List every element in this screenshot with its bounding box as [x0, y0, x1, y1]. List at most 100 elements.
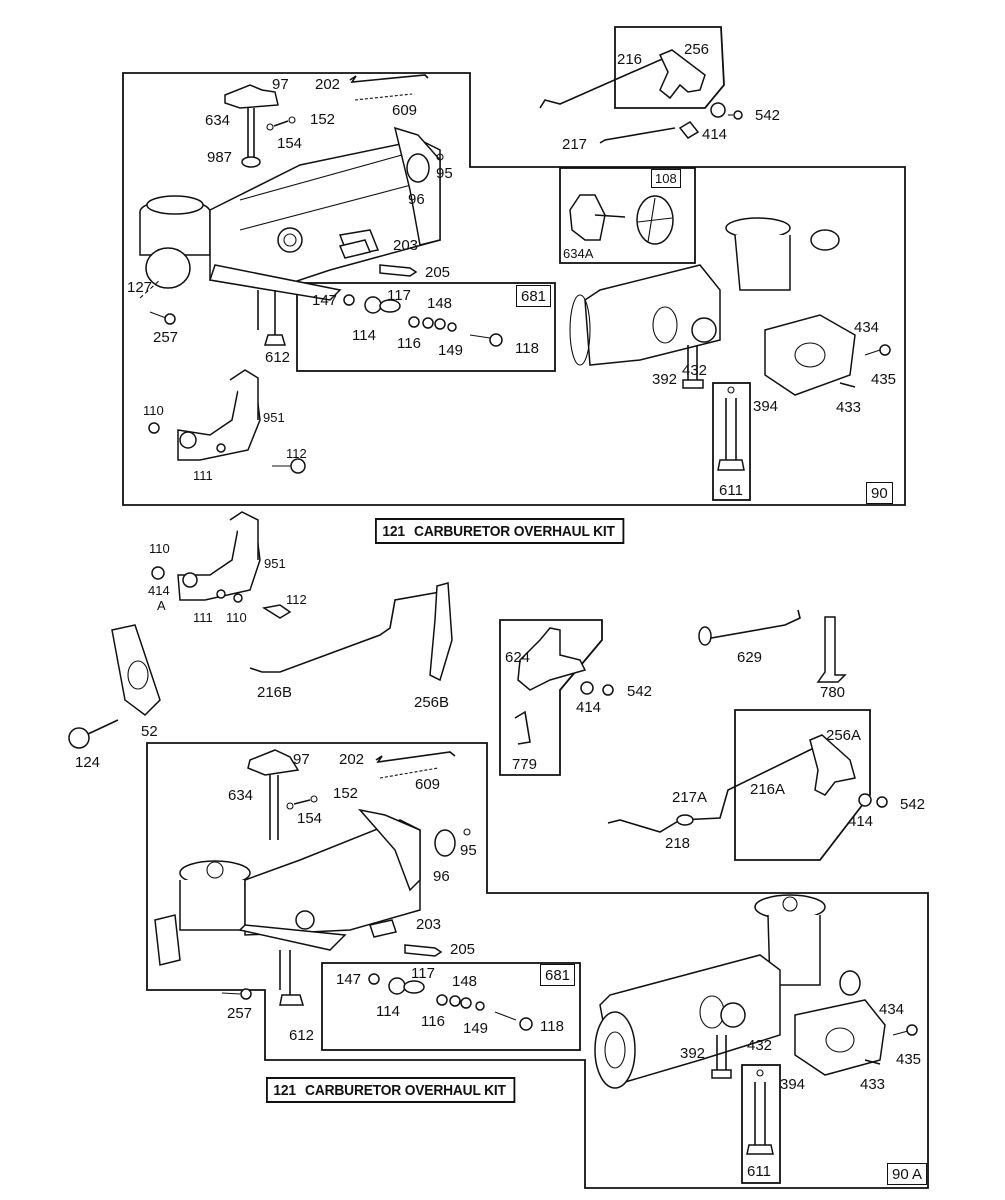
lever-256B	[429, 582, 453, 682]
screw-124-thread	[87, 719, 119, 735]
lower-screw-205	[404, 944, 443, 957]
clip-779	[514, 710, 531, 745]
label-612: 612	[265, 349, 291, 366]
top-linkage-parts	[539, 49, 743, 144]
label-414A: 414	[148, 583, 170, 598]
lower-kit-parts	[368, 973, 533, 1031]
lower-right-carburetor-body	[594, 894, 918, 1089]
label-118-lower: 118	[540, 1018, 564, 1035]
gasket-52	[111, 624, 161, 716]
upper-bolt-611	[717, 386, 745, 471]
washer-414b	[858, 793, 872, 807]
label-433: 433	[836, 399, 862, 416]
label-116: 116	[397, 335, 421, 352]
upper-kit-ref-681: 681	[516, 285, 552, 307]
label-97: 97	[272, 76, 289, 93]
label-95-lower: 95	[460, 842, 477, 859]
lower-link-202	[375, 751, 456, 764]
upper-screw-205	[379, 264, 418, 277]
label-414A-suffix: A	[157, 598, 166, 613]
label-216: 216	[617, 51, 643, 68]
upper-carburetor-body	[139, 126, 441, 346]
upper-assembly-outline	[122, 72, 906, 506]
upper-spring-609	[354, 93, 413, 101]
label-612-lower: 612	[289, 1027, 315, 1044]
label-634A: 634A	[563, 246, 594, 261]
label-256B: 256B	[414, 694, 450, 711]
label-205-lower: 205	[450, 941, 476, 958]
label-52: 52	[141, 723, 158, 740]
label-117-lower: 117	[411, 965, 435, 982]
label-149-lower: 149	[463, 1020, 489, 1037]
spring-217A	[676, 814, 694, 826]
governor-624-outline	[499, 619, 603, 776]
label-96: 96	[408, 191, 425, 208]
label-111: 111	[193, 468, 213, 483]
label-118: 118	[515, 340, 539, 357]
label-624: 624	[505, 649, 531, 666]
label-127: 127	[127, 279, 153, 296]
label-203-lower: 203	[416, 916, 442, 933]
label-110: 110	[143, 403, 164, 418]
upper-kit-text: CARBURETOR OVERHAUL KIT	[414, 523, 615, 540]
label-112: 112	[286, 446, 307, 461]
label-779: 779	[512, 756, 538, 773]
middle-choke-lever	[151, 511, 292, 619]
washer-414	[580, 681, 594, 695]
upper-611-box	[712, 382, 751, 501]
lower-choke-plate-96	[434, 829, 456, 857]
label-152-lower: 152	[333, 785, 359, 802]
lower-611-box	[741, 1064, 781, 1184]
label-216B: 216B	[257, 684, 293, 701]
label-434: 434	[854, 319, 880, 336]
lower-assembly-outline	[146, 742, 929, 1189]
upper-kit-parts	[343, 294, 503, 347]
label-542: 542	[755, 107, 781, 124]
lower-screw-95	[463, 828, 471, 836]
upper-kit-banner: 121 CARBURETOR OVERHAUL KIT	[375, 518, 624, 544]
upper-link-202	[349, 74, 429, 83]
upper-kit-681-box	[296, 282, 556, 372]
screw-124-head	[68, 727, 90, 749]
label-256: 256	[684, 41, 710, 58]
inset-108-parts	[569, 194, 674, 245]
label-435-lower: 435	[896, 1051, 922, 1068]
label-217: 217	[562, 136, 588, 153]
lower-kit-681-box	[321, 962, 581, 1051]
label-217A: 217A	[672, 789, 708, 806]
inset-108-box	[559, 167, 696, 264]
label-147-lower: 147	[336, 971, 362, 988]
label-203: 203	[393, 237, 419, 254]
label-987: 987	[207, 149, 233, 166]
lever-256A	[809, 734, 856, 796]
label-432-lower: 432	[747, 1037, 773, 1054]
lever-624	[517, 627, 587, 691]
label-609: 609	[392, 102, 418, 119]
label-257-lower: 257	[227, 1005, 253, 1022]
label-542-mid-b: 542	[900, 796, 926, 813]
lower-kit-number: 121	[273, 1082, 296, 1099]
label-256A: 256A	[826, 727, 862, 744]
lower-throttle-shaft	[247, 749, 318, 840]
label-114-lower: 114	[376, 1003, 400, 1020]
upper-assembly-ref-90: 90	[866, 482, 893, 504]
label-951-mid: 951	[264, 556, 286, 571]
label-111-mid: 111	[193, 610, 213, 625]
label-634: 634	[205, 112, 231, 129]
upper-kit-number: 121	[382, 523, 405, 540]
label-433-lower: 433	[860, 1076, 886, 1093]
label-257: 257	[153, 329, 179, 346]
lower-kit-banner: 121 CARBURETOR OVERHAUL KIT	[266, 1077, 515, 1103]
label-414-mid: 414	[576, 699, 602, 716]
lower-assembly-ref-90A: 90 A	[887, 1163, 928, 1185]
label-435: 435	[871, 371, 897, 388]
lower-kit-text: CARBURETOR OVERHAUL KIT	[305, 1082, 506, 1099]
label-202-lower: 202	[339, 751, 365, 768]
label-434-lower: 434	[879, 1001, 905, 1018]
label-218: 218	[665, 835, 691, 852]
label-114: 114	[352, 327, 376, 344]
label-611-lower: 611	[747, 1163, 771, 1180]
upper-bushing-203	[338, 239, 372, 259]
label-392-lower: 392	[680, 1045, 706, 1062]
label-147: 147	[312, 292, 338, 309]
